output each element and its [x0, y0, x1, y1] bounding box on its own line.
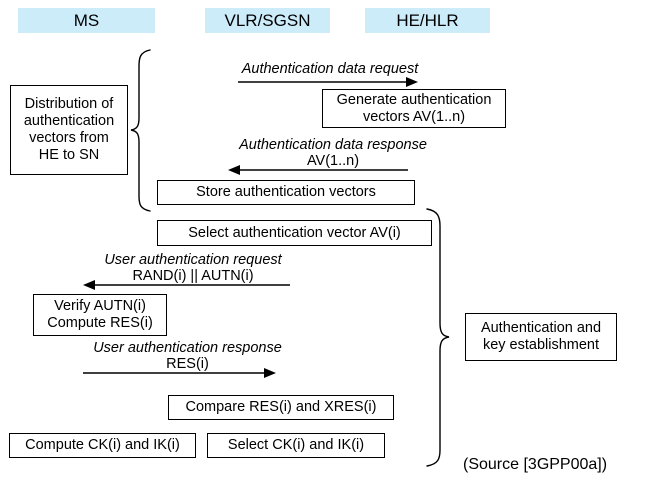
brace-distribution: [130, 49, 151, 212]
message-label-auth-data-request: Authentication data request: [230, 61, 430, 78]
action-select-ck-ik-line-1: Select CK(i) and IK(i): [227, 437, 365, 453]
action-box-generate-av: Generate authentication vectors AV(1..n): [322, 89, 506, 128]
message-user-auth-response-title: User authentication response: [93, 340, 282, 356]
source-note-label: (Source [3GPP00a]): [463, 456, 608, 473]
action-box-select-av: Select authentication vector AV(i): [157, 220, 432, 246]
action-box-select-ck-ik: Select CK(i) and IK(i): [207, 433, 385, 458]
action-compute-ck-ik-line-1: Compute CK(i) and IK(i): [25, 437, 180, 453]
action-select-av-line-1: Select authentication vector AV(i): [188, 224, 401, 241]
message-auth-data-response-payload: AV(1..n): [306, 153, 360, 169]
message-user-auth-request-payload: RAND(i) || AUTN(i): [132, 268, 254, 284]
action-compare-res-line-1: Compare RES(i) and XRES(i): [185, 399, 377, 415]
phase-auth-key-line-2: key establishment: [482, 337, 600, 353]
message-payload-user-auth-request: RAND(i) || AUTN(i): [88, 268, 298, 285]
source-note: (Source [3GPP00a]): [463, 455, 607, 474]
action-box-compute-ck-ik: Compute CK(i) and IK(i): [9, 433, 196, 458]
lane-header-ms: MS: [18, 8, 155, 33]
action-verify-autn-line-1: Verify AUTN(i): [54, 298, 146, 314]
lane-header-he-hlr: HE/HLR: [365, 8, 490, 33]
message-user-auth-response-payload: RES(i): [166, 356, 209, 372]
action-box-compare-res: Compare RES(i) and XRES(i): [168, 395, 394, 420]
action-generate-av-line-1: Generate authentication: [336, 91, 492, 108]
action-verify-autn-line-2: Compute RES(i): [47, 315, 153, 331]
message-user-auth-request-title: User authentication request: [104, 252, 282, 268]
phase-box-auth-key-establishment: Authentication and key establishment: [465, 313, 617, 361]
message-label-user-auth-request: User authentication request: [88, 252, 298, 269]
lane-header-vlr-sgsn: VLR/SGSN: [205, 8, 330, 33]
lane-header-he-hlr-label: HE/HLR: [396, 11, 459, 30]
lane-header-ms-label: MS: [73, 11, 100, 30]
message-payload-auth-data-response: AV(1..n): [228, 153, 438, 170]
message-auth-data-response-title: Authentication data response: [239, 137, 427, 153]
action-store-av-line-1: Store authentication vectors: [196, 184, 376, 200]
phase-distribution-line-2: authentication: [23, 113, 115, 129]
lane-header-vlr-sgsn-label: VLR/SGSN: [224, 11, 311, 30]
message-payload-user-auth-response: RES(i): [80, 356, 295, 373]
action-box-store-av: Store authentication vectors: [157, 180, 415, 205]
phase-auth-key-line-1: Authentication and: [480, 320, 602, 336]
message-auth-data-request-title: Authentication data request: [241, 61, 419, 77]
message-label-auth-data-response: Authentication data response: [228, 137, 438, 154]
message-label-user-auth-response: User authentication response: [80, 340, 295, 357]
brace-auth-key-establishment: [426, 208, 450, 467]
phase-distribution-line-3: vectors from: [29, 130, 109, 146]
phase-distribution-line-4: HE to SN: [38, 147, 100, 163]
action-generate-av-line-2: vectors AV(1..n): [362, 108, 466, 125]
phase-distribution-line-1: Distribution of: [24, 96, 114, 112]
arrow-auth-data-request: [238, 77, 418, 87]
action-box-verify-autn: Verify AUTN(i) Compute RES(i): [33, 294, 167, 336]
phase-box-distribution: Distribution of authentication vectors f…: [10, 85, 128, 175]
